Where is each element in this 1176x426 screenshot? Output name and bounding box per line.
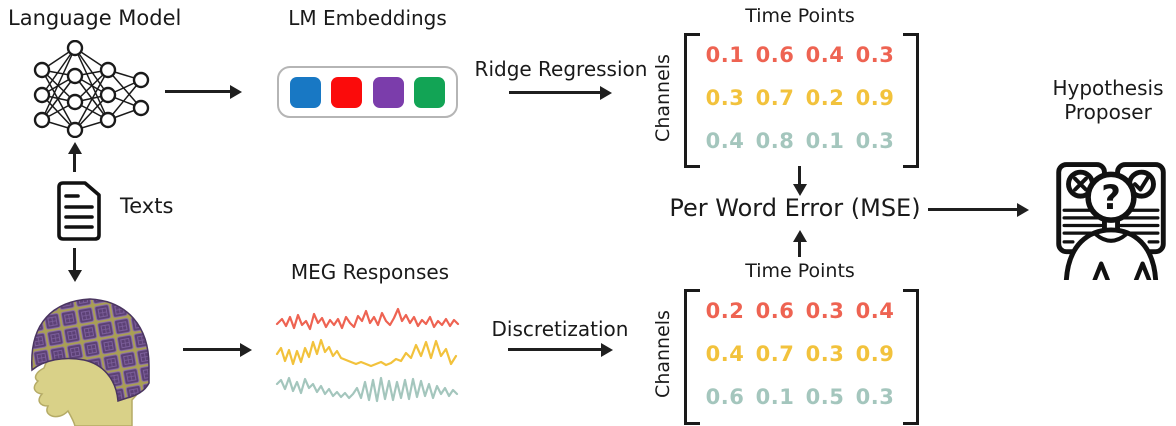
arrow-texts-to-meg: [66, 248, 83, 282]
bottom-matrix-cells: 0.2 0.6 0.3 0.4 0.4 0.7 0.3 0.9 0.6 0.1 …: [700, 289, 900, 420]
matrix-cell: 0.3: [805, 298, 845, 323]
matrix-cell: 0.4: [805, 42, 845, 67]
per-word-error-label: Per Word Error (MSE): [669, 194, 921, 222]
matrix-row: 0.4 0.8 0.1 0.3: [700, 120, 900, 163]
bottom-matrix-bracket-left: [684, 289, 700, 425]
question-head-icon: [1085, 171, 1137, 223]
matrix-cell: 0.3: [705, 85, 745, 110]
matrix-cell: 0.7: [755, 341, 795, 366]
matrix-cell: 0.3: [855, 129, 895, 154]
matrix-cell: 0.1: [755, 385, 795, 410]
top-matrix-row-axis: Channels: [652, 54, 674, 142]
embedding-square-green: [414, 76, 446, 108]
sensor-dome: [31, 298, 150, 403]
matrix-row: 0.6 0.1 0.5 0.3: [700, 376, 900, 419]
waveform-teal: [275, 376, 459, 403]
bottom-matrix-bracket-right: [903, 289, 919, 425]
card-text-lines: [1062, 208, 1160, 244]
cross-icon: [1073, 176, 1088, 192]
matrix-cell: 0.8: [755, 129, 795, 154]
embedding-square-red: [331, 76, 363, 108]
arrow-top-matrix-to-error: [791, 166, 808, 196]
matrix-cell: 0.1: [805, 129, 845, 154]
matrix-cell: 0.4: [705, 129, 745, 154]
arrow-error-to-proposer: [928, 201, 1029, 218]
check-icon: [1133, 173, 1152, 192]
discretization-label: Discretization: [491, 317, 629, 341]
arrow-nn-to-embeddings: [165, 83, 242, 100]
question-mark-glyph: ?: [1101, 178, 1121, 217]
person-shoulders: [1063, 227, 1159, 280]
top-matrix-bracket-right: [903, 33, 919, 168]
language-model-label: Language Model: [8, 6, 182, 30]
matrix-cell: 0.3: [855, 42, 895, 67]
matrix-cell: 0.5: [805, 385, 845, 410]
matrix-cell: 0.2: [705, 298, 745, 323]
matrix-row: 0.4 0.7 0.3 0.9: [700, 332, 900, 375]
matrix-cell: 0.6: [705, 385, 745, 410]
matrix-cell: 0.6: [755, 42, 795, 67]
matrix-cell: 0.4: [705, 341, 745, 366]
top-matrix-bracket-left: [684, 33, 700, 168]
embedding-square-blue: [289, 76, 321, 108]
matrix-cell: 0.6: [755, 298, 795, 323]
waveform-yellow: [275, 338, 458, 368]
meg-helmet-head-image: [31, 298, 150, 426]
arrow-discretization: [508, 341, 613, 358]
person-arms: [1092, 261, 1152, 280]
matrix-cell: 0.4: [855, 298, 895, 323]
embedding-vector-box: [277, 66, 458, 118]
document-icon: [57, 181, 101, 241]
person-collar: [1093, 232, 1129, 243]
hypothesis-proposer-label: Hypothesis Proposer: [1052, 76, 1164, 124]
meg-waveforms: [275, 307, 460, 403]
neural-network-icon: [33, 40, 150, 138]
nn-nodes: [33, 40, 150, 138]
texts-label: Texts: [120, 194, 174, 218]
matrix-cell: 0.2: [805, 85, 845, 110]
embedding-square-purple: [372, 76, 404, 108]
matrix-cell: 0.3: [805, 341, 845, 366]
arrow-ridge-regression: [509, 84, 612, 101]
waveform-red: [275, 307, 460, 331]
ridge-regression-label: Ridge Regression: [474, 57, 648, 81]
matrix-row: 0.2 0.6 0.3 0.4: [700, 289, 900, 332]
bottom-matrix-row-axis: Channels: [652, 310, 674, 398]
matrix-cell: 0.3: [855, 385, 895, 410]
nn-edges: [41, 47, 142, 131]
matrix-cell: 0.1: [705, 42, 745, 67]
top-matrix-cells: 0.1 0.6 0.4 0.3 0.3 0.7 0.2 0.9 0.4 0.8 …: [700, 33, 900, 163]
top-matrix-title: Time Points: [745, 5, 855, 27]
lm-embeddings-label: LM Embeddings: [288, 6, 447, 30]
arrow-bottom-matrix-to-error: [791, 230, 808, 257]
matrix-cell: 0.7: [755, 85, 795, 110]
arrow-meg-to-responses: [183, 341, 252, 358]
meg-responses-label: MEG Responses: [290, 260, 450, 284]
matrix-row: 0.1 0.6 0.4 0.3: [700, 33, 900, 76]
matrix-cell: 0.9: [855, 341, 895, 366]
hypothesis-proposer-icon: ?: [1056, 162, 1166, 280]
matrix-cell: 0.9: [855, 85, 895, 110]
arrow-texts-to-nn: [66, 142, 83, 172]
matrix-row: 0.3 0.7 0.2 0.9: [700, 76, 900, 119]
bottom-matrix-title: Time Points: [745, 260, 855, 282]
